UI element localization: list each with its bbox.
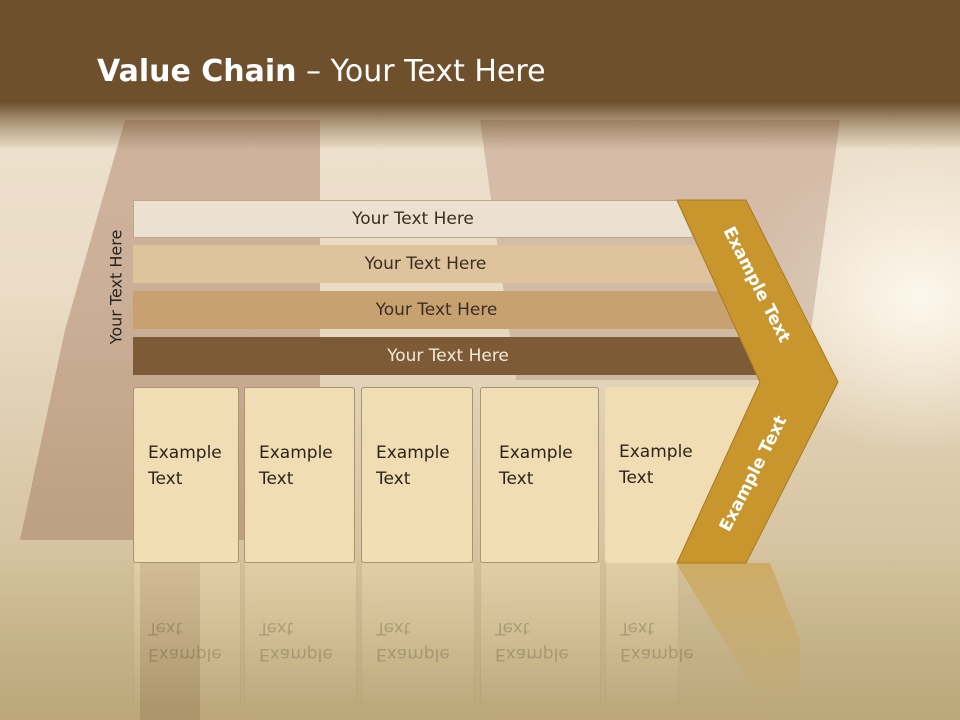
bar-4-label: Your Text Here (387, 346, 509, 366)
slide-title-rest: – Your Text Here (296, 54, 546, 89)
column-4-line2: Text (499, 469, 534, 489)
bar-1-label: Your Text Here (352, 209, 474, 229)
bar-2[interactable]: Your Text Here (133, 245, 718, 283)
bar-1[interactable]: Your Text Here (133, 200, 693, 238)
bar-3[interactable]: Your Text Here (133, 291, 740, 329)
bar-3-label: Your Text Here (375, 300, 498, 320)
column-3-line1: Example (376, 443, 450, 463)
slide-title-bold: Value Chain (97, 54, 297, 89)
bar-2-label: Your Text Here (364, 254, 487, 274)
column-1-line2: Text (148, 469, 183, 489)
column-2-line1: Example (259, 443, 333, 463)
column-5-line2: Text (619, 468, 654, 488)
column-4-line1: Example (499, 443, 573, 463)
column-1-line1: Example (148, 443, 222, 463)
column-3-line2: Text (376, 469, 411, 489)
chevron-reflection (676, 563, 800, 700)
slide-title[interactable]: Value Chain – Your Text Here (97, 54, 546, 89)
column-5-line1: Example (619, 442, 693, 462)
bar-4[interactable]: Your Text Here (133, 337, 763, 375)
title-bar (0, 0, 960, 150)
chevron-shape (676, 199, 839, 564)
column-2-line2: Text (259, 469, 294, 489)
